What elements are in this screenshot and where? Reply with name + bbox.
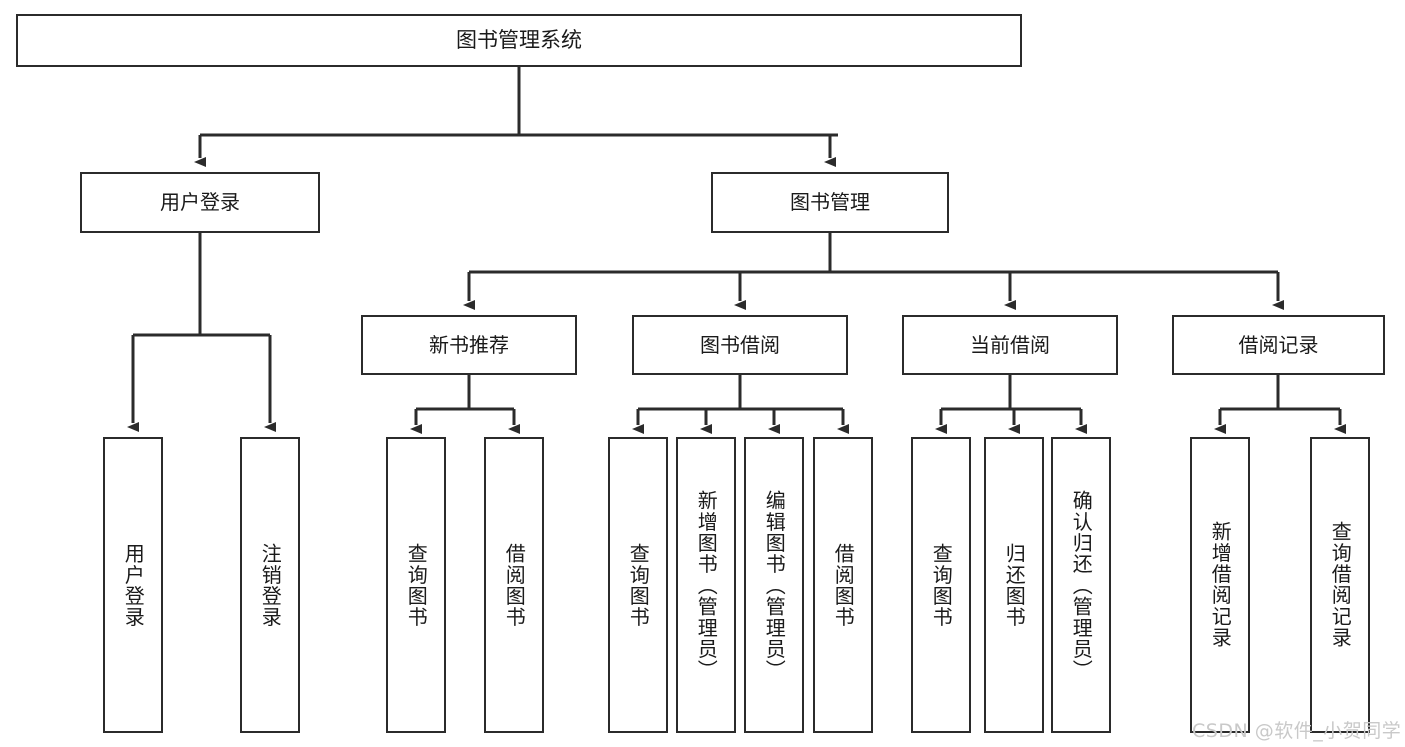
node-leaf-confirm-return-label: 确认归还（管理员）: [1069, 489, 1094, 681]
node-book-manage-label: 图书管理: [790, 190, 870, 215]
node-book-manage[interactable]: 图书管理: [711, 172, 949, 233]
node-root-label: 图书管理系统: [456, 27, 582, 52]
node-borrow-record-label: 借阅记录: [1238, 332, 1319, 357]
node-root[interactable]: 图书管理系统: [16, 14, 1022, 67]
node-leaf-user-login-label: 用户登录: [121, 542, 146, 628]
node-leaf-add-record[interactable]: 新增借阅记录: [1190, 437, 1250, 733]
node-leaf-query-book-3-label: 查询图书: [929, 542, 954, 628]
node-leaf-query-book-3[interactable]: 查询图书: [911, 437, 971, 733]
node-leaf-borrow-book-2[interactable]: 借阅图书: [813, 437, 873, 733]
node-leaf-edit-book[interactable]: 编辑图书（管理员）: [744, 437, 804, 733]
node-leaf-add-book[interactable]: 新增图书（管理员）: [676, 437, 736, 733]
node-book-borrow[interactable]: 图书借阅: [632, 315, 848, 375]
node-leaf-return-book-label: 归还图书: [1002, 542, 1027, 628]
node-borrow-record[interactable]: 借阅记录: [1172, 315, 1385, 375]
csdn-watermark: CSDN @软件_小贺同学: [1192, 720, 1402, 742]
node-leaf-return-book[interactable]: 归还图书: [984, 437, 1044, 733]
node-leaf-user-logout-label: 注销登录: [258, 542, 283, 628]
node-leaf-borrow-book-1-label: 借阅图书: [502, 542, 527, 628]
node-leaf-query-book-1[interactable]: 查询图书: [386, 437, 446, 733]
node-user-login-label: 用户登录: [160, 190, 240, 215]
node-new-book-recommend-label: 新书推荐: [429, 332, 509, 357]
node-leaf-query-record[interactable]: 查询借阅记录: [1310, 437, 1370, 733]
node-leaf-query-book-2-label: 查询图书: [626, 542, 651, 628]
node-leaf-query-record-label: 查询借阅记录: [1328, 521, 1353, 649]
node-leaf-user-logout[interactable]: 注销登录: [240, 437, 300, 733]
node-leaf-query-book-1-label: 查询图书: [404, 542, 429, 628]
node-leaf-query-book-2[interactable]: 查询图书: [608, 437, 668, 733]
node-user-login[interactable]: 用户登录: [80, 172, 320, 233]
node-leaf-borrow-book-1[interactable]: 借阅图书: [484, 437, 544, 733]
node-leaf-user-login[interactable]: 用户登录: [103, 437, 163, 733]
node-leaf-add-book-label: 新增图书（管理员）: [694, 489, 719, 681]
node-current-borrow[interactable]: 当前借阅: [902, 315, 1118, 375]
node-leaf-borrow-book-2-label: 借阅图书: [831, 542, 856, 628]
node-leaf-add-record-label: 新增借阅记录: [1208, 521, 1233, 649]
node-book-borrow-label: 图书借阅: [700, 332, 780, 357]
node-current-borrow-label: 当前借阅: [970, 332, 1050, 357]
node-new-book-recommend[interactable]: 新书推荐: [361, 315, 577, 375]
node-leaf-edit-book-label: 编辑图书（管理员）: [762, 489, 787, 681]
node-leaf-confirm-return[interactable]: 确认归还（管理员）: [1051, 437, 1111, 733]
